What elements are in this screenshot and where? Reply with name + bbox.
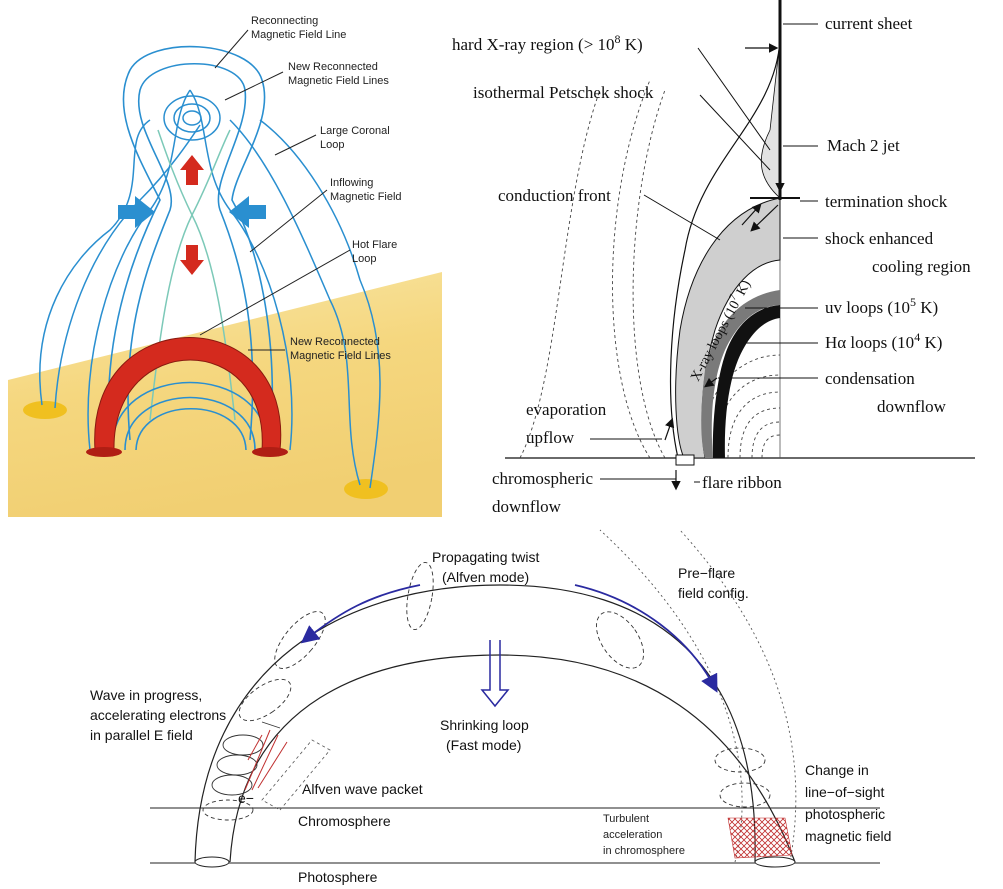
flare-footpoint-right xyxy=(252,447,288,457)
label-condensation-1: condensation xyxy=(825,369,915,388)
alfven-packet-box xyxy=(262,740,330,810)
label-reconnecting-1: Reconnecting xyxy=(251,15,318,27)
label-preflare-1: Pre−flare xyxy=(678,565,735,581)
label-new-reconnected-top-1: New Reconnected xyxy=(288,61,378,73)
label-flare-ribbon: flare ribbon xyxy=(702,473,782,492)
label-reconnecting-2: Magnetic Field Line xyxy=(251,29,346,41)
alfven-wave-packet-lines xyxy=(245,730,287,790)
footpoint-left-yellow xyxy=(23,401,67,419)
label-current-sheet: current sheet xyxy=(825,14,913,33)
label-turbulent-2: acceleration xyxy=(603,829,662,841)
label-wave-1: Wave in progress, xyxy=(90,687,202,703)
label-new-reconnected-top-2: Magnetic Field Lines xyxy=(288,75,389,87)
flare-ribbon-box xyxy=(676,455,694,465)
label-shrinking-2: (Fast mode) xyxy=(446,737,521,753)
footpoint-tube-left xyxy=(195,857,229,867)
label-shock-enhanced-1: shock enhanced xyxy=(825,229,934,248)
label-shock-enhanced-2: cooling region xyxy=(872,257,971,276)
label-preflare-2: field config. xyxy=(678,585,749,601)
label-change-4: magnetic field xyxy=(805,828,891,844)
label-large-coronal-1: Large Coronal xyxy=(320,125,390,137)
inner-loop xyxy=(230,655,795,862)
footpoint-right-yellow xyxy=(344,479,388,499)
label-conduction-front: conduction front xyxy=(498,186,611,205)
panel-b-diagram: current sheet hard X-ray region (> 108 K… xyxy=(452,0,975,516)
mach2-jet-region xyxy=(761,40,780,198)
label-large-coronal-2: Loop xyxy=(320,139,344,151)
label-change-3: photospheric xyxy=(805,806,885,822)
label-new-reconnected-bottom-1: New Reconnected xyxy=(290,336,380,348)
label-ha-loops: Hα loops (104 K) xyxy=(825,330,942,352)
label-new-reconnected-bottom-2: Magnetic Field Lines xyxy=(290,350,391,362)
label-wave-3: in parallel E field xyxy=(90,727,193,743)
label-chromosphere: Chromosphere xyxy=(298,813,391,829)
label-alfven-packet: Alfven wave packet xyxy=(302,781,423,797)
label-condensation-2: downflow xyxy=(877,397,947,416)
label-chromospheric-1: chromospheric xyxy=(492,469,593,488)
label-photosphere: Photosphere xyxy=(298,869,378,885)
label-propagating-1: Propagating twist xyxy=(432,549,540,565)
label-chromospheric-2: downflow xyxy=(492,497,562,516)
label-change-1: Change in xyxy=(805,762,869,778)
label-termination-shock: termination shock xyxy=(825,192,948,211)
panel-c-diagram: Propagating twist (Alfven mode) Pre−flar… xyxy=(90,530,891,885)
label-evaporation-1: evaporation xyxy=(526,400,607,419)
label-turbulent-1: Turbulent xyxy=(603,813,649,825)
label-hard-xray: hard X-ray region (> 108 K) xyxy=(452,32,643,54)
label-shrinking-1: Shrinking loop xyxy=(440,717,529,733)
label-petschek: isothermal Petschek shock xyxy=(473,83,654,102)
label-change-2: line−of−sight xyxy=(805,784,885,800)
label-turbulent-3: in chromosphere xyxy=(603,845,685,857)
label-evaporation-2: upflow xyxy=(526,428,575,447)
turbulent-hatch-region xyxy=(728,818,792,858)
shrinking-arrow xyxy=(482,640,508,706)
label-inflowing-2: Magnetic Field xyxy=(330,191,402,203)
label-wave-2: accelerating electrons xyxy=(90,707,226,723)
footpoint-tube-right xyxy=(755,857,795,867)
label-propagating-2: (Alfven mode) xyxy=(442,569,529,585)
label-inflowing-1: Inflowing xyxy=(330,177,373,189)
flare-footpoint-left xyxy=(86,447,122,457)
label-uv-loops: uv loops (105 K) xyxy=(825,295,938,317)
label-hot-flare-2: Loop xyxy=(352,253,376,265)
label-mach2-jet: Mach 2 jet xyxy=(827,136,900,155)
panel-c-leaders xyxy=(262,722,280,728)
label-electron: e− xyxy=(238,790,254,806)
label-hot-flare-1: Hot Flare xyxy=(352,239,397,251)
